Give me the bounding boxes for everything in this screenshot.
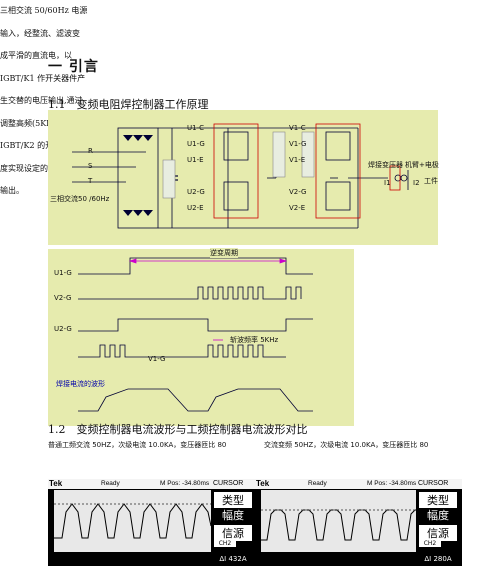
channel-badge: CH2 [419,540,441,547]
m-pos: M Pos: -34.80ms [160,480,210,487]
delta-reading: ΔI 280A [424,555,452,563]
i1-label: I1 [384,179,391,187]
period-label: 逆变周期 [210,248,238,258]
scope-right: Tek Ready M Pos: -34.80ms CURSOR 类型 幅度 信… [255,479,462,566]
scope-graticule [261,490,418,552]
machine-label: 机臂+电极 [405,161,439,169]
u1c-label: U1-C [187,124,204,132]
cursor-label: CURSOR [213,480,244,487]
scope-status-bar: Tek Ready M Pos: -34.80ms [255,479,462,489]
m-pos: M Pos: -34.80ms [367,480,417,487]
description-text: 三相交流 50/60Hz 电源 输入，经整流、滤波变 成平滑的直流电，以 IGB… [0,0,98,203]
desc-line: IGBT/K2 的开通脉冲宽 [0,141,86,150]
menu-source[interactable]: 信源 [419,525,457,541]
desc-line: 生交替的电压输出,通过 [0,96,83,105]
caption-left: 普通工频交流 50HZ，次级电流 10.0KA，变压器匝比 80 [48,441,227,449]
subsection-title-1-2: 1.2 变频控制器电流波形与工频控制器电流波形对比 [48,423,308,436]
scope-graticule [54,490,212,552]
u2g-label: U2-G [187,188,205,196]
desc-line: 成平滑的直流电，以 [0,51,72,60]
desc-line: IGBT/K1 作开关器件产 [0,73,86,83]
section-heading: 一 引言 [48,59,99,75]
status-ready: Ready [101,480,120,487]
cursor-label: CURSOR [418,480,449,487]
circuit-diagram: R S T 三相交流50 /60Hz U1-C U1-G U1-E U2-G U… [48,110,439,245]
scope-status-bar: Tek Ready M Pos: -34.80ms [48,479,257,489]
desc-line: 度实现设定的焊接电流 [0,163,80,173]
v1e-label: V1-E [289,156,306,164]
i2-label: I2 [413,179,420,187]
desc-line: 调整高频(5KHz)工作的 [0,118,85,128]
v1g-label: V1-G [289,140,307,148]
menu-amplitude[interactable]: 幅度 [427,509,449,522]
transformer-label: 焊接变压器 [368,161,403,169]
menu-source[interactable]: 信源 [214,525,252,541]
v1c-label: V1-C [289,124,306,132]
input-r: R [88,147,93,155]
u1g-signal: U1-G [54,269,72,277]
desc-line: 输入，经整流、滤波变 [0,28,80,38]
supply-label: 三相交流50 /60Hz [50,195,110,203]
delta-reading: ΔI 432A [219,555,247,563]
desc-line: 三相交流 50/60Hz 电源 [0,6,88,15]
u2e-label: U2-E [187,204,204,212]
menu-type[interactable]: 类型 [214,492,252,508]
channel-badge: CH2 [214,540,236,547]
desc-line: 输出。 [0,186,24,195]
current-label: 焊接电流的波形 [56,380,105,388]
workpiece-label: 工件 [424,177,438,185]
scope-menu: CURSOR 类型 幅度 信源 CH2 ΔI 432A [211,480,257,566]
caption-right: 交流变频 50HZ，次级电流 10.0KA，变压器匝比 80 [264,441,429,449]
scope-left: Tek Ready M Pos: -34.80ms CURSOR 类型 幅度 信… [48,479,257,566]
freq-label: 斩波频率 5KHz [230,336,279,344]
menu-type[interactable]: 类型 [419,492,457,508]
input-s: S [88,162,93,170]
input-t: T [88,177,93,185]
v1g-signal: V1-G [148,355,166,363]
v2g-signal: V2-G [54,294,72,302]
scope-menu: CURSOR 类型 幅度 信源 CH2 ΔI 280A [416,480,462,566]
u1e-label: U1-E [187,156,204,164]
status-ready: Ready [308,480,327,487]
u2g-signal: U2-G [54,325,72,333]
subsection-title-1-1: 1.1 变频电阻焊控制器工作原理 [48,98,209,111]
v2g-label: V2-G [289,188,307,196]
u1g-label: U1-G [187,140,205,148]
waveform-diagram: 逆变周期 斩波频率 5KHz U1-G V2-G U2-G V1-G 焊接电流的… [48,248,354,426]
menu-amplitude[interactable]: 幅度 [222,509,244,522]
v2e-label: V2-E [289,204,306,212]
tek-logo: Tek [256,479,270,488]
tek-logo: Tek [49,479,63,488]
